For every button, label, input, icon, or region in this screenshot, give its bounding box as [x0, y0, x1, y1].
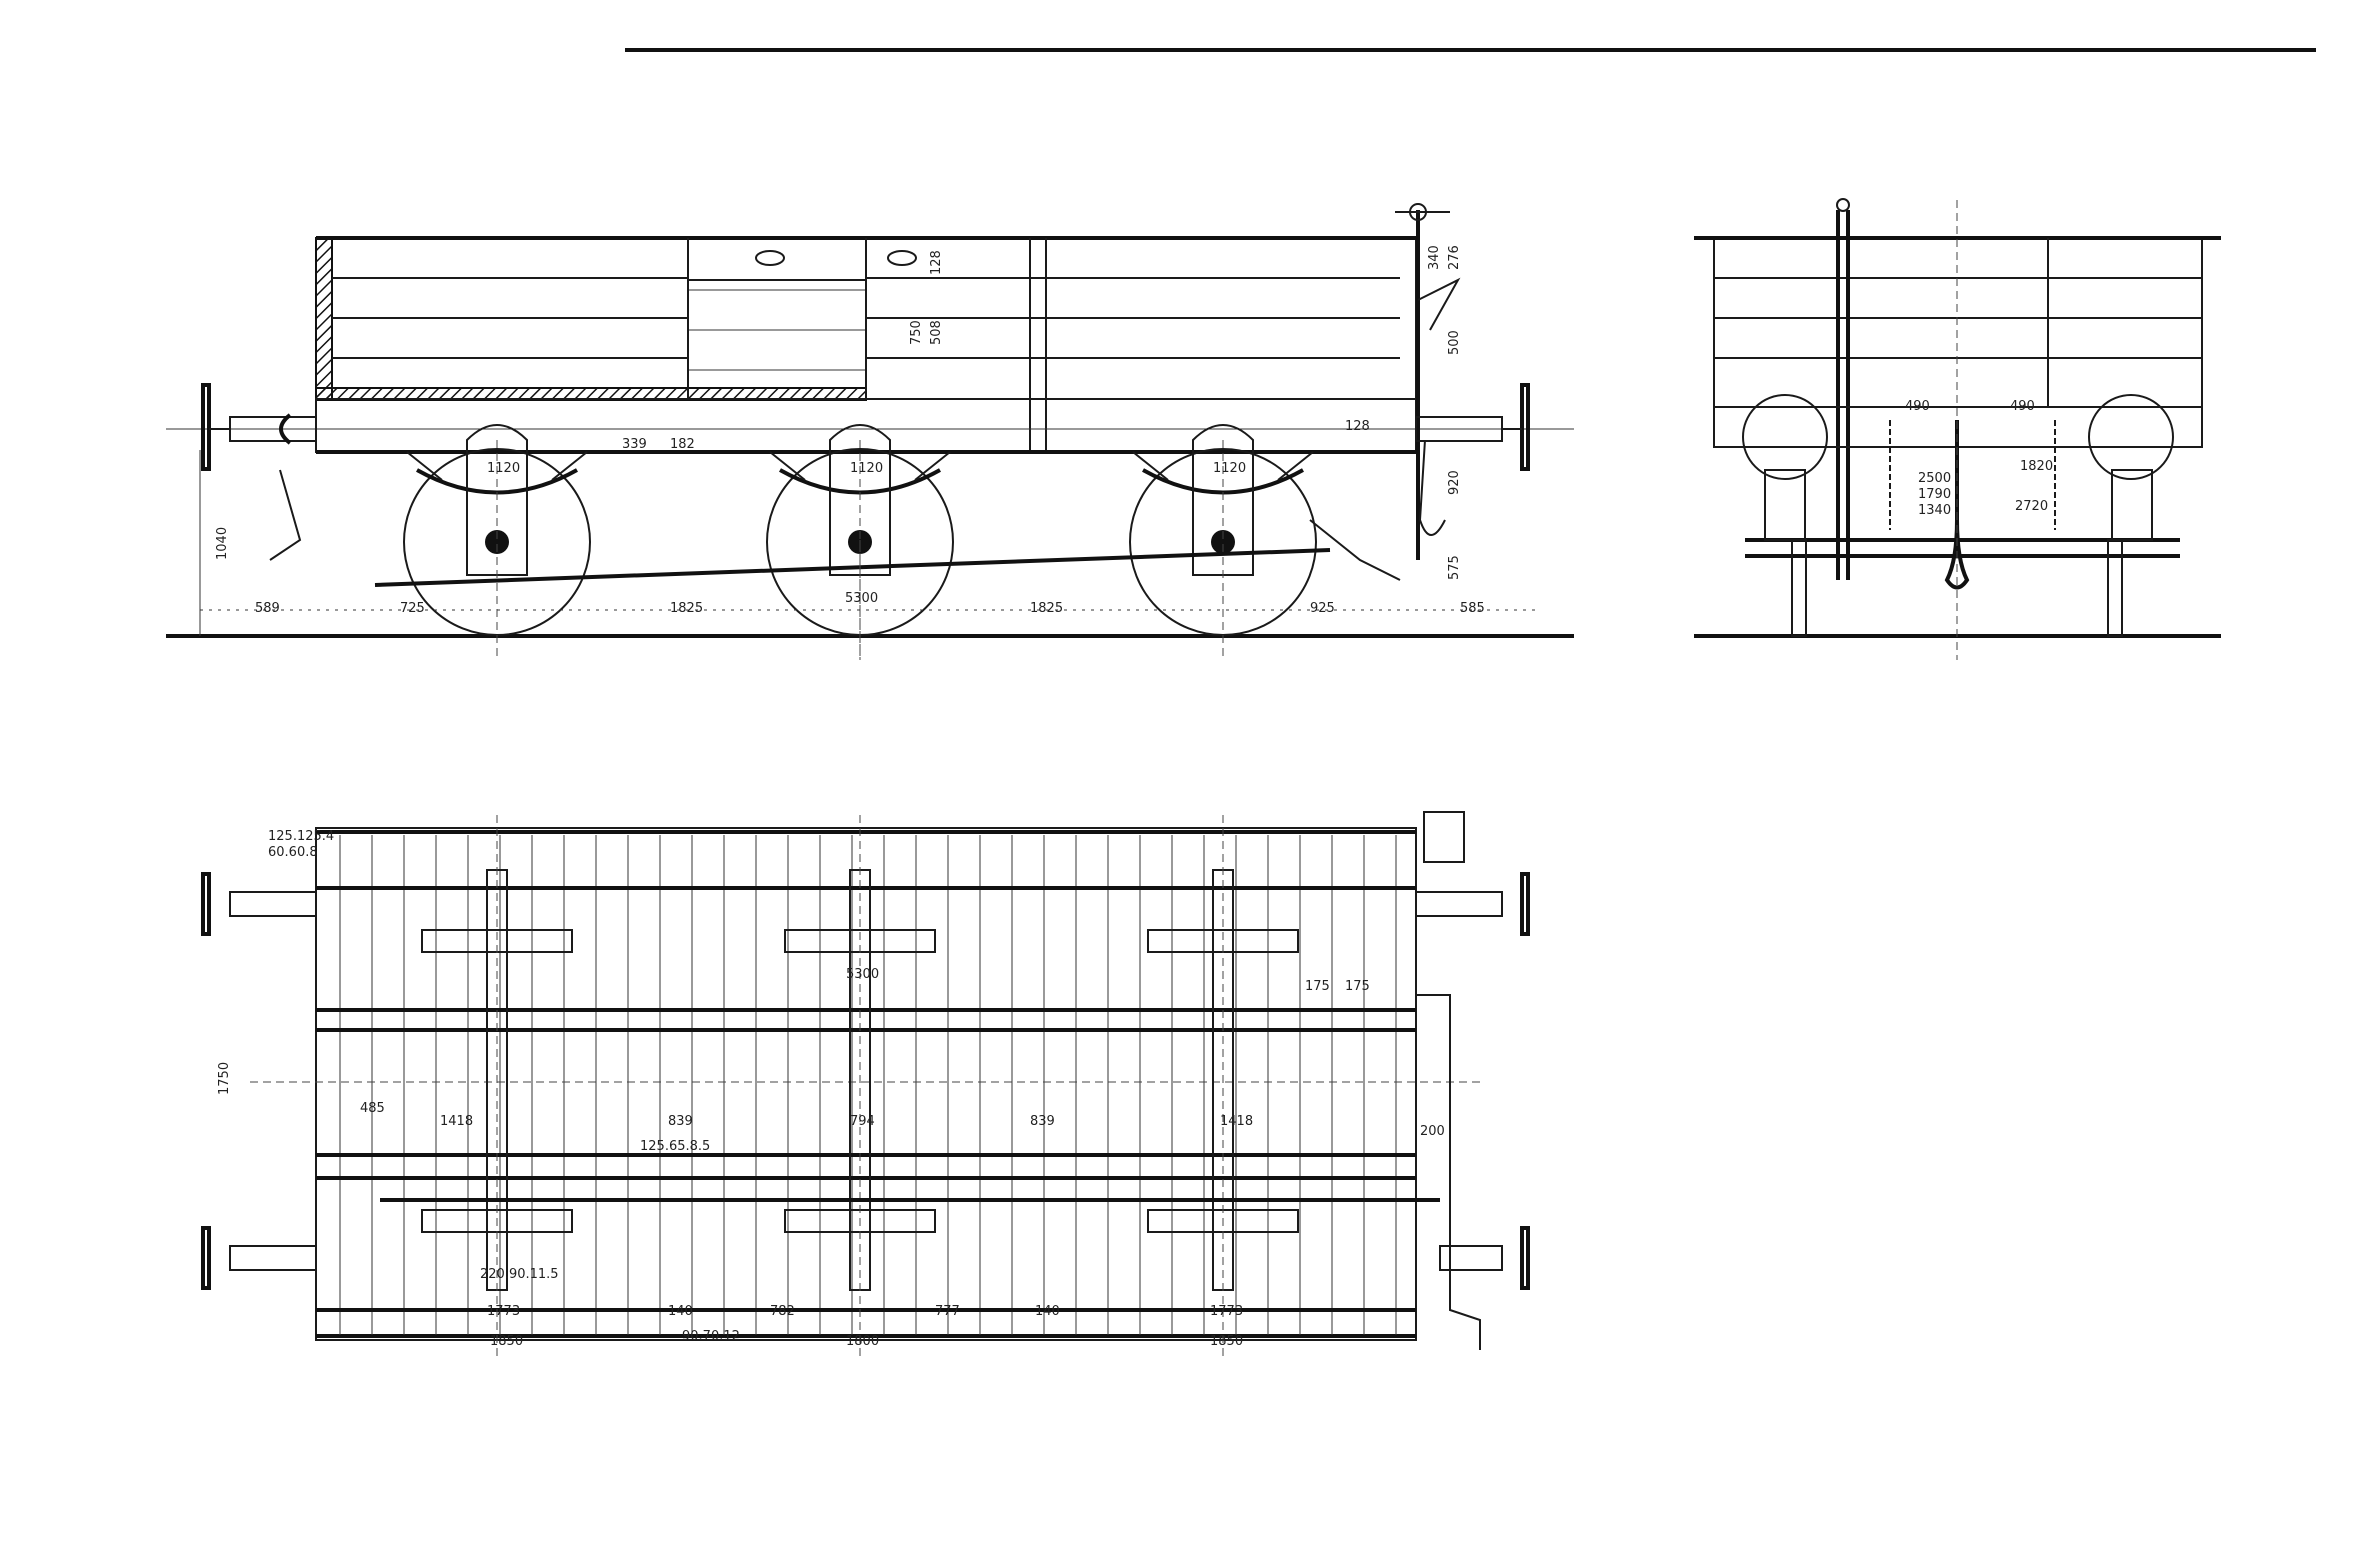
- dim-label: 140: [1035, 1304, 1060, 1319]
- door-slot: [887, 250, 917, 266]
- buffer-right: [1415, 383, 1530, 471]
- dim-label: 1418: [1220, 1114, 1253, 1129]
- dim-label: 794: [850, 1114, 875, 1129]
- dim-label: 1790: [1918, 487, 1951, 502]
- dim-label: 128: [929, 250, 944, 275]
- wagon-body-end: [1713, 237, 2203, 408]
- coupling-screw: [1944, 420, 1970, 590]
- end-elevation-view: 490 490 1820 2500 1790 1340 2720: [1694, 198, 2221, 660]
- dim-label: 1120: [487, 461, 520, 476]
- plan-view: 125.125.4 60.60.8 1750 485 1418 839 794 …: [201, 811, 1530, 1360]
- dim-label: 782: [770, 1304, 795, 1319]
- dim-label: 1800: [846, 1334, 879, 1349]
- dim-label: 220.90.11.5: [480, 1267, 559, 1282]
- axlebox-guard: [466, 424, 528, 576]
- brake-rod: [374, 548, 1331, 587]
- dim-label: 508: [929, 320, 944, 345]
- end-post-hatched: [315, 237, 333, 400]
- dim-label: 140: [668, 1304, 693, 1319]
- dim-label: 175: [1305, 979, 1330, 994]
- axles-plan: [421, 815, 1299, 1360]
- dim-label: 920: [1447, 470, 1462, 495]
- dim-label: 175: [1345, 979, 1370, 994]
- dim-label: 777: [935, 1304, 960, 1319]
- dim-label: 60.60.8: [268, 845, 318, 860]
- dim-label: 2720: [2015, 499, 2048, 514]
- dim-label: 1040: [215, 527, 230, 560]
- dim-label: 925: [1310, 601, 1335, 616]
- dim-label: 490: [2010, 399, 2035, 414]
- wheelsets: [403, 424, 1317, 660]
- spring-hanger: [406, 451, 588, 481]
- axlebox-guard: [829, 424, 891, 576]
- dim-label: 585: [1460, 601, 1485, 616]
- dim-label: 589: [255, 601, 280, 616]
- dim-label: 725: [400, 601, 425, 616]
- dim-label: 1773: [487, 1304, 520, 1319]
- axlebox-right: [2111, 469, 2153, 541]
- spring-hanger: [1132, 451, 1314, 481]
- buffer-left-face: [1742, 394, 1828, 480]
- dim-label: 339: [622, 437, 647, 452]
- dim-label: 490: [1905, 399, 1930, 414]
- dim-label: 125.125.4: [268, 829, 334, 844]
- end-planks: [1714, 277, 2202, 359]
- dim-label: 340: [1427, 245, 1442, 270]
- dim-label: 5300: [846, 967, 879, 982]
- dim-label: 839: [1030, 1114, 1055, 1129]
- side-elevation-view: 589 725 1825 5300 1825 925 585 1040 1120…: [166, 203, 1574, 660]
- dim-label: 1850: [490, 1334, 523, 1349]
- dim-label: 90.70.12: [682, 1329, 740, 1344]
- dim-label: 182: [670, 437, 695, 452]
- dim-label: 5300: [845, 591, 878, 606]
- dim-label: 1820: [2020, 459, 2053, 474]
- dim-label: 500: [1447, 330, 1462, 355]
- dim-label: 1773: [1210, 1304, 1243, 1319]
- floor-planks-plan: [339, 835, 1397, 1335]
- brake-stand-plan: [1423, 811, 1465, 863]
- dim-label: 839: [668, 1114, 693, 1129]
- dim-label: 485: [360, 1101, 385, 1116]
- dim-label: 128: [1345, 419, 1370, 434]
- hand-brake-knob: [1836, 198, 1850, 212]
- dim-label: 575: [1447, 555, 1462, 580]
- axlebox-left: [1764, 469, 1806, 541]
- dim-label: 1825: [670, 601, 703, 616]
- body-planks: [332, 277, 1400, 371]
- dim-label: 125.65.8.5: [640, 1139, 710, 1154]
- dim-label: 1850: [1210, 1334, 1243, 1349]
- dim-label: 1750: [217, 1062, 232, 1095]
- buffer-plan: [201, 872, 1530, 1290]
- dim-label: 1120: [850, 461, 883, 476]
- dim-label: 1825: [1030, 601, 1063, 616]
- dim-label: 1120: [1213, 461, 1246, 476]
- dim-label: 2500: [1918, 471, 1951, 486]
- dim-label: 200: [1420, 1124, 1445, 1139]
- spring-hanger: [769, 451, 951, 481]
- dim-label: 1418: [440, 1114, 473, 1129]
- door-slot: [755, 250, 785, 266]
- side-door: [687, 279, 867, 400]
- buffer-right-face: [2088, 394, 2174, 480]
- dim-label: 1340: [1918, 503, 1951, 518]
- dim-label: 750: [909, 320, 924, 345]
- axle-hub: [1211, 530, 1235, 554]
- underframe-plan: [315, 827, 1417, 1341]
- coupling-hook: [269, 413, 1446, 561]
- axle-hub: [485, 530, 509, 554]
- buffer-left: [201, 383, 317, 471]
- dim-label: 276: [1447, 245, 1462, 270]
- axlebox-guard: [1192, 424, 1254, 576]
